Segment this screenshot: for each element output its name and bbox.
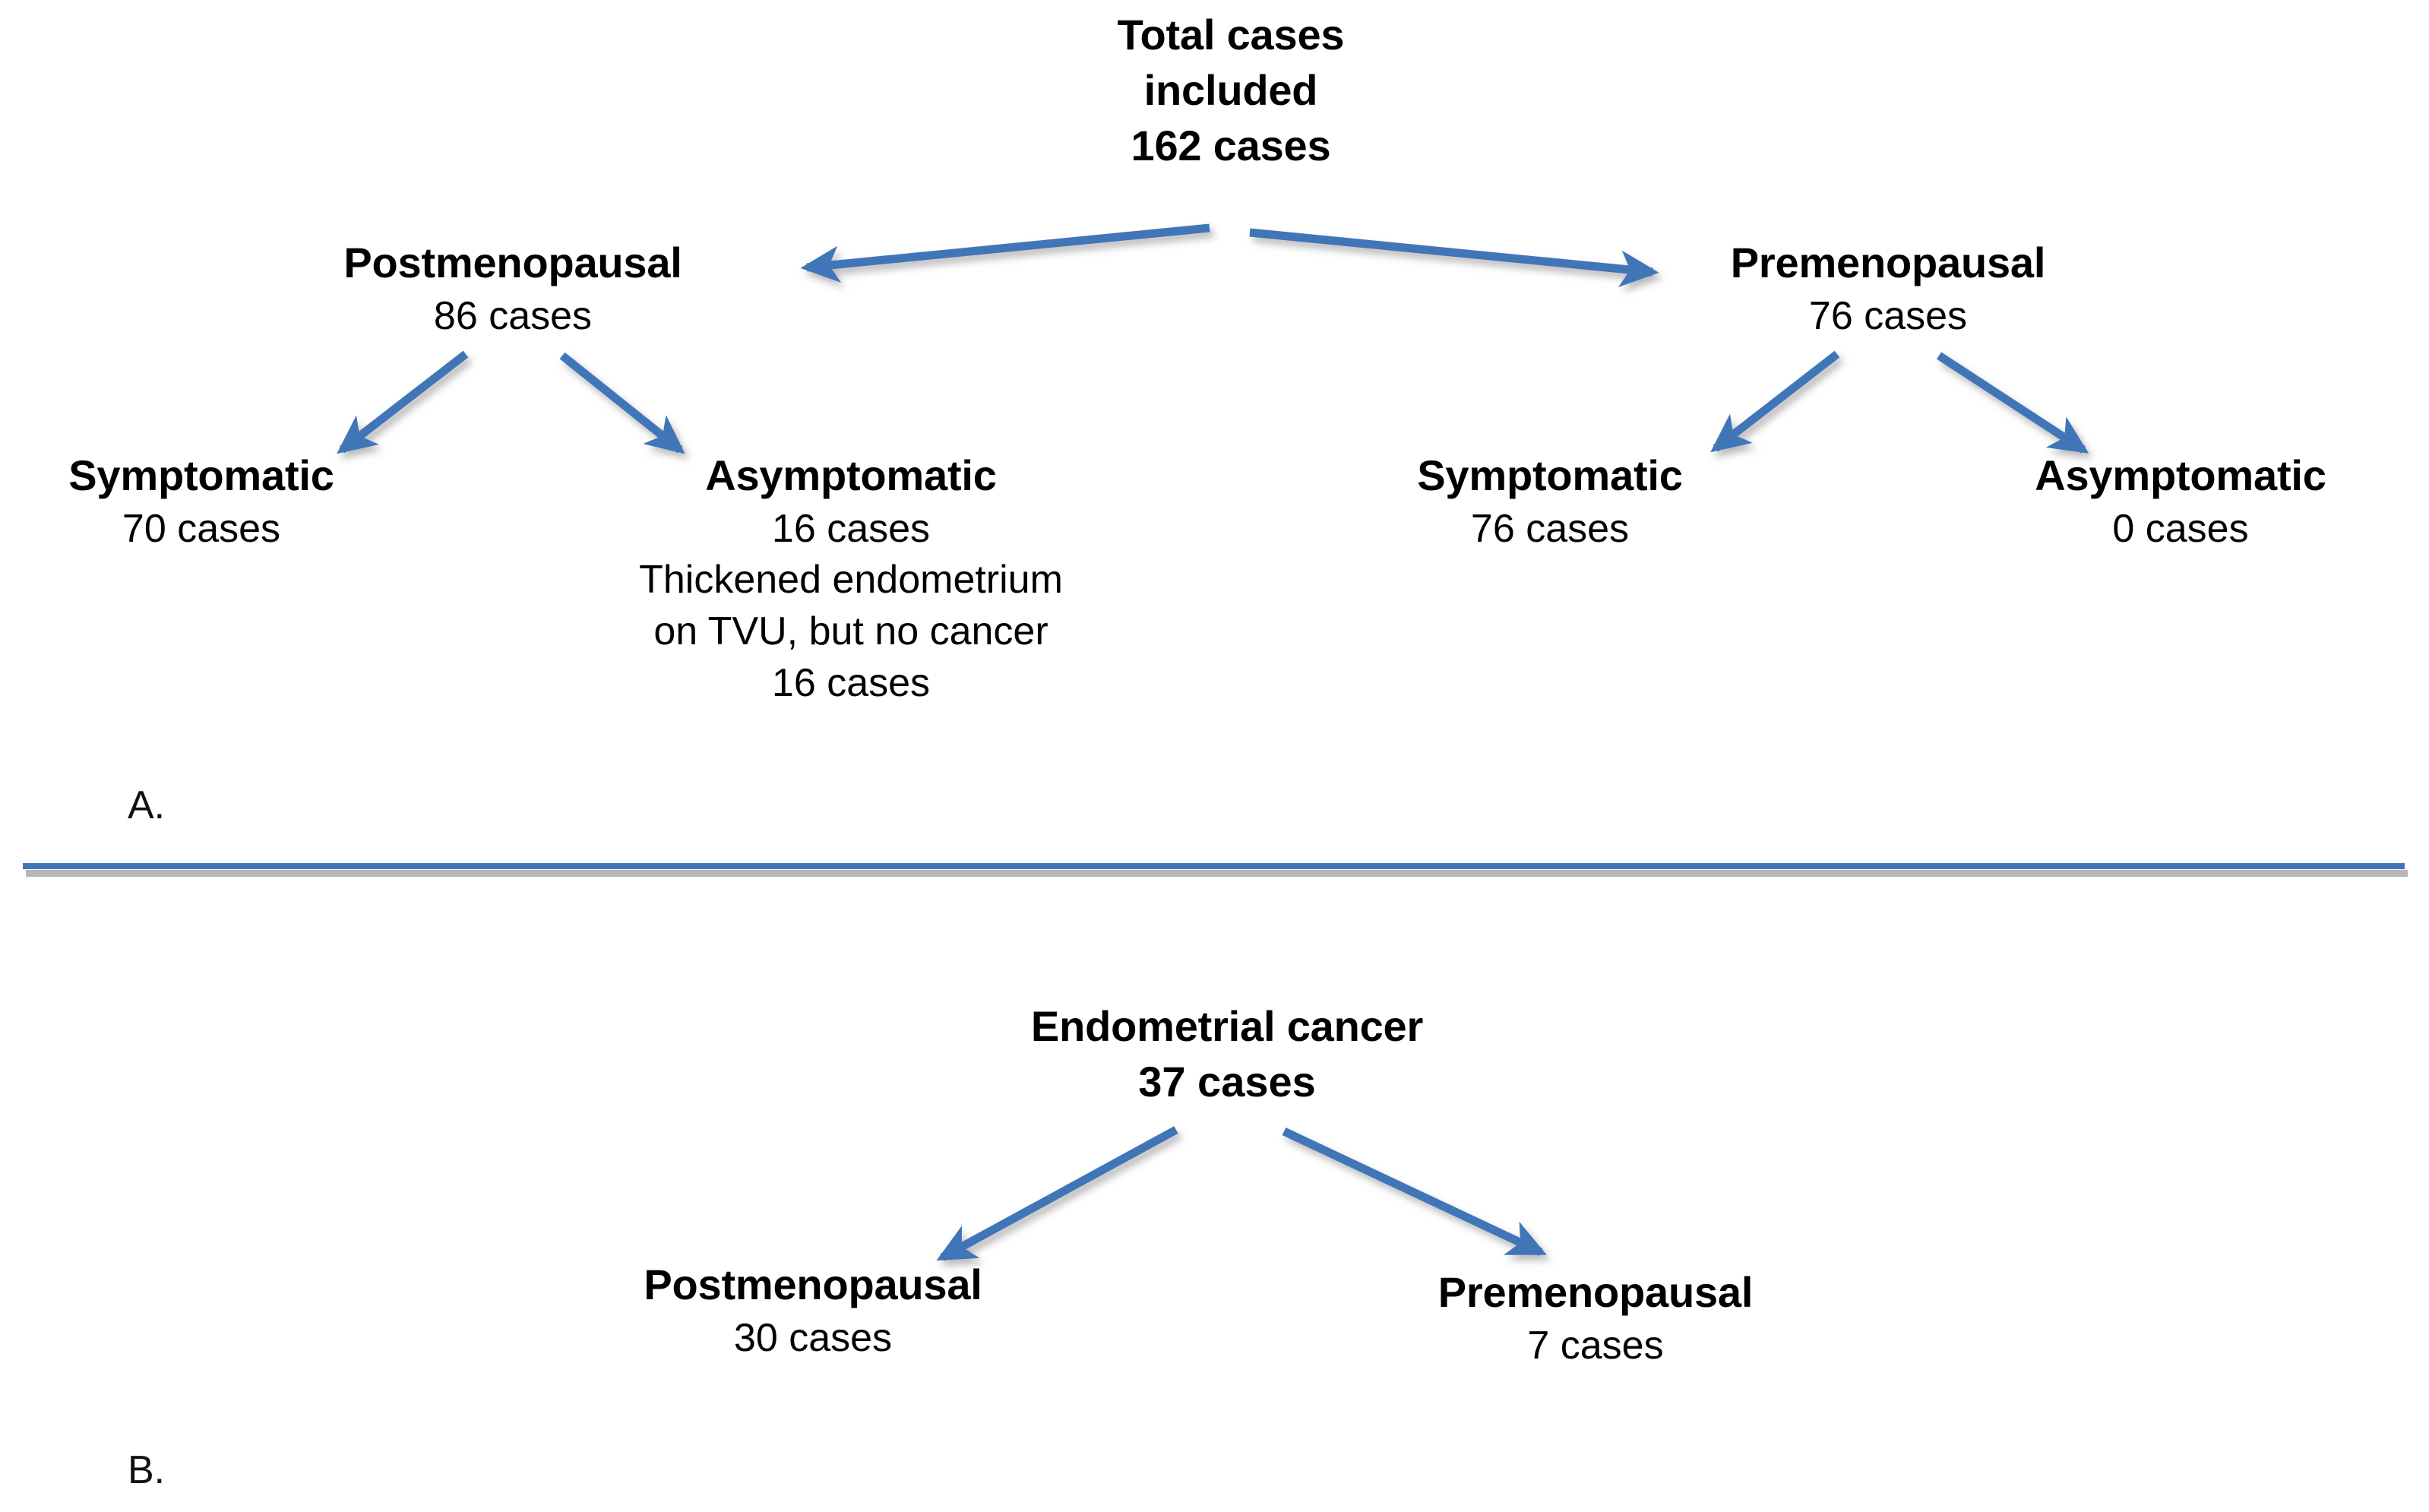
postmenopausal-count: 86 cases [433,293,593,338]
panel-b-label: B. [128,1448,166,1492]
arrow-postmenopausal-to-asymptomatic [559,352,685,454]
node-postmenopausal-asymptomatic: Asymptomatic 16 cases Thickened endometr… [547,448,1155,709]
premenopausal-title: Premenopausal [1730,239,2046,286]
total-cases-line-3: 162 cases [1131,121,1331,169]
total-cases-line-1: Total cases [1117,11,1345,59]
postmenopausal-asymptomatic-count: 16 cases [771,506,931,551]
node-total-cases: Total cases included 162 cases [1033,8,1428,173]
arrow-cancer-to-postmenopausal [936,1126,1178,1261]
cancer-premenopausal-title: Premenopausal [1437,1268,1754,1316]
premenopausal-symptomatic-count: 76 cases [1470,506,1630,551]
cancer-postmenopausal-title: Postmenopausal [644,1261,982,1308]
node-premenopausal-asymptomatic: Asymptomatic 0 cases [1975,448,2386,555]
postmenopausal-asymptomatic-title: Asymptomatic [705,451,997,499]
premenopausal-symptomatic-title: Symptomatic [1417,451,1683,499]
arrow-total-to-postmenopausal [800,223,1210,283]
premenopausal-count: 76 cases [1808,293,1968,338]
panel-a-label: A. [128,783,166,827]
node-premenopausal: Premenopausal 76 cases [1683,236,2093,342]
postmenopausal-title: Postmenopausal [343,239,682,286]
endometrial-cancer-count: 37 cases [1138,1057,1316,1106]
premenopausal-asymptomatic-count: 0 cases [2112,506,2249,551]
endometrial-cancer-title: Endometrial cancer [1030,1002,1424,1050]
arrow-premenopausal-to-symptomatic [1710,350,1840,453]
arrow-total-to-premenopausal [1249,228,1659,288]
premenopausal-asymptomatic-title: Asymptomatic [2035,451,2326,499]
postmenopausal-symptomatic-title: Symptomatic [68,451,334,499]
arrow-premenopausal-to-asymptomatic [1936,352,2089,454]
postmenopausal-symptomatic-count: 70 cases [122,506,281,551]
arrow-cancer-to-premenopausal [1282,1128,1547,1256]
node-premenopausal-symptomatic: Symptomatic 76 cases [1371,448,1728,555]
node-cancer-postmenopausal: Postmenopausal 30 cases [585,1257,1041,1364]
postmenopausal-asymptomatic-note-1: Thickened endometrium [639,558,1063,603]
postmenopausal-asymptomatic-note-3: 16 cases [771,660,931,705]
postmenopausal-asymptomatic-note-2: on TVU, but no cancer [653,609,1048,653]
node-endometrial-cancer: Endometrial cancer 37 cases [893,999,1561,1110]
node-postmenopausal: Postmenopausal 86 cases [308,236,718,342]
cancer-postmenopausal-count: 30 cases [733,1315,893,1360]
cancer-premenopausal-count: 7 cases [1527,1323,1664,1368]
node-postmenopausal-symptomatic: Symptomatic 70 cases [23,448,380,555]
arrow-postmenopausal-to-symptomatic [337,350,469,454]
total-cases-line-2: included [1143,65,1318,114]
panel-divider [23,863,2408,877]
node-cancer-premenopausal: Premenopausal 7 cases [1368,1265,1823,1371]
